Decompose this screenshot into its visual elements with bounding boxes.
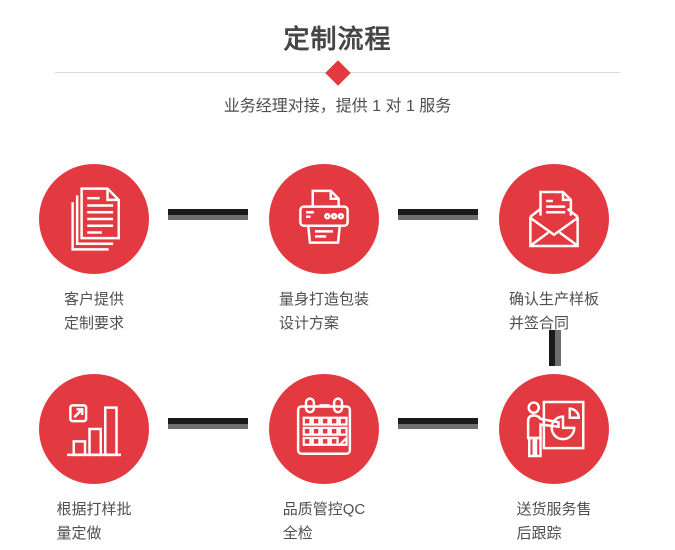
envelope-icon (529, 190, 579, 248)
presentation-icon (526, 400, 585, 458)
step-label-line2: 量定做 (56, 525, 102, 542)
step-5-label: 品质管控QC 全检 (244, 498, 404, 546)
step-3-circle (499, 164, 609, 274)
connector-step4-step5 (168, 418, 248, 429)
step-label-line1: 送货服务售 (516, 501, 592, 518)
step-1-customer-requirements: 客户提供 定制要求 (39, 164, 149, 332)
step-4-circle (39, 374, 149, 484)
calendar-icon (296, 397, 352, 455)
step-label-line1: 品质管控QC (282, 501, 366, 518)
step-label-line1: 客户提供 (63, 291, 124, 308)
step-4-batch-production: 根据打样批 量定做 (39, 374, 149, 542)
step-6-label: 送货服务售 后跟踪 (474, 498, 634, 546)
step-label-line1: 根据打样批 (56, 501, 132, 518)
step-label-line1: 量身打造包装 (278, 291, 369, 308)
step-4-label: 根据打样批 量定做 (14, 498, 174, 546)
connector-step3-step6 (549, 330, 561, 366)
step-label-line2: 并签合同 (508, 315, 569, 332)
subtitle: 业务经理对接，提供 1 对 1 服务 (223, 98, 452, 115)
connector-step5-step6 (398, 418, 478, 429)
step-label-line2: 定制要求 (63, 315, 124, 332)
page-title: 定制流程 (283, 24, 392, 54)
connector-step1-step2 (168, 209, 248, 220)
step-label-line2: 后跟踪 (516, 525, 562, 542)
documents-icon (71, 187, 120, 251)
connector-step2-step3 (398, 209, 478, 220)
step-label-line1: 确认生产样板 (508, 291, 599, 308)
step-1-circle (39, 164, 149, 274)
bar-chart-icon (67, 404, 121, 457)
step-5-circle (269, 374, 379, 484)
step-2-label: 量身打造包装 设计方案 (244, 288, 404, 336)
step-3-sample-contract: 确认生产样板 并签合同 (499, 164, 609, 332)
printer-icon (299, 189, 349, 244)
step-2-circle (269, 164, 379, 274)
step-label-line2: 设计方案 (278, 315, 339, 332)
step-2-packaging-design: 量身打造包装 设计方案 (269, 164, 379, 332)
step-label-line2: 全检 (282, 525, 313, 542)
diamond-accent (325, 60, 351, 86)
step-6-delivery-aftersales: 送货服务售 后跟踪 (499, 374, 609, 542)
step-3-label: 确认生产样板 并签合同 (474, 288, 634, 336)
step-5-quality-control: 品质管控QC 全检 (269, 374, 379, 542)
step-6-circle (499, 374, 609, 484)
step-1-label: 客户提供 定制要求 (14, 288, 174, 336)
